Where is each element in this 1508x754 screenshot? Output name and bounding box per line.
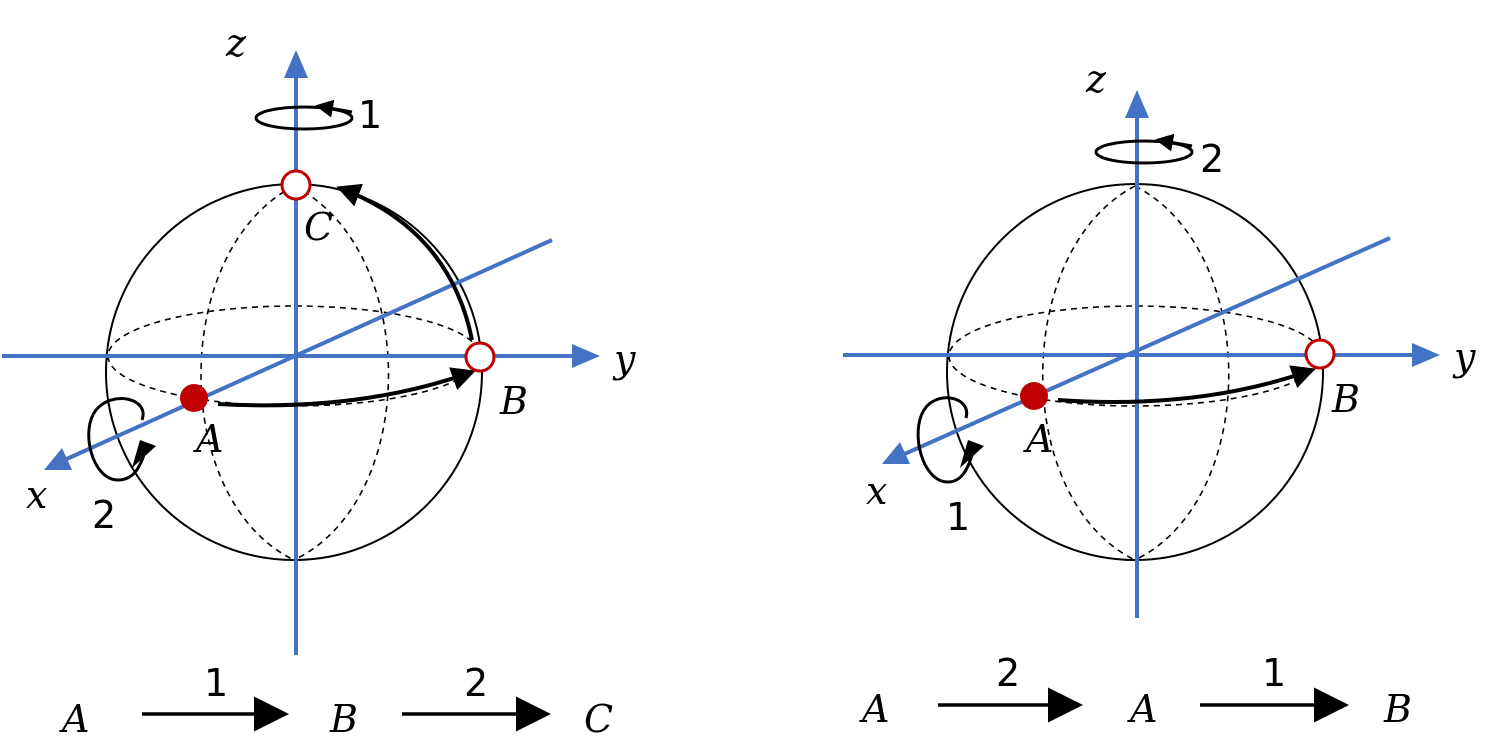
left-meridian-front	[200, 185, 295, 561]
left-point-b-label: B	[499, 379, 528, 423]
left-point-b	[464, 341, 496, 373]
right-x-axis	[899, 236, 1391, 458]
left-arc-b-to-c	[336, 183, 474, 341]
left-point-a	[180, 384, 208, 412]
left-y-arrowhead	[572, 344, 600, 368]
left-z-rotation-order: 1	[358, 93, 382, 137]
right-x-rotation-order: 1	[946, 495, 970, 539]
right-x-rotation-icon	[916, 396, 976, 484]
left-point-c	[280, 169, 312, 201]
right-z-rotation-order: 2	[1200, 137, 1224, 181]
right-z-rotation-icon	[1094, 139, 1194, 165]
left-x-axis	[59, 238, 553, 464]
left-point-a-label: A	[193, 417, 223, 461]
left-z-axis-label: z	[225, 21, 247, 65]
right-x-arrowhead	[882, 442, 910, 464]
left-x-axis-label: x	[26, 473, 47, 517]
right-z-arrowhead	[1125, 90, 1149, 118]
left-x-rotation-order: 2	[92, 493, 116, 537]
right-seq-step1-label: 2	[996, 651, 1020, 695]
right-seq-start: A	[859, 687, 889, 731]
left-arc-a-to-b	[217, 367, 476, 408]
right-seq-step2-label: 1	[1262, 651, 1286, 695]
left-x-rotation-icon	[87, 397, 148, 482]
right-z-axis-label: z	[1085, 57, 1107, 101]
left-sequence: A 1 B 2 C	[59, 661, 613, 741]
left-z-rotation-arrow	[315, 99, 353, 118]
left-seq-mid: B	[329, 697, 358, 741]
left-meridian-back	[293, 185, 390, 561]
left-seq-step2-label: 2	[464, 661, 488, 705]
left-seq-start: A	[59, 697, 89, 741]
right-meridian-front	[1042, 185, 1136, 561]
right-sequence: A 2 A 1 B	[859, 651, 1412, 731]
left-seq-end: C	[584, 697, 613, 741]
right-seq-mid: A	[1127, 687, 1157, 731]
left-diagram: 1 2 z y x A B C A 1 B 2 C	[2, 21, 636, 741]
right-point-b-label: B	[1331, 377, 1360, 421]
right-point-a	[1020, 382, 1048, 410]
left-point-c-label: C	[304, 205, 333, 249]
left-x-arrowhead	[44, 448, 72, 470]
right-y-axis-label: y	[1452, 335, 1476, 379]
right-x-axis-label: x	[866, 469, 887, 513]
right-arc-a-to-b	[1057, 365, 1316, 404]
right-point-a-label: A	[1023, 417, 1053, 461]
right-y-arrowhead	[1412, 343, 1440, 367]
right-x-rotation-arrowhead	[960, 440, 984, 468]
left-z-arrowhead	[284, 50, 308, 78]
right-meridian-back	[1134, 185, 1230, 561]
left-seq-step1-label: 1	[204, 661, 228, 705]
right-diagram: 2 1 z y x A B A 2 A 1 B	[843, 57, 1476, 731]
left-y-axis-label: y	[612, 337, 636, 381]
right-point-b	[1304, 338, 1336, 370]
right-seq-end: B	[1383, 687, 1412, 731]
left-x-rotation-arrowhead	[132, 440, 156, 468]
right-z-rotation-arrow	[1155, 133, 1193, 152]
left-z-rotation-icon	[254, 105, 354, 131]
